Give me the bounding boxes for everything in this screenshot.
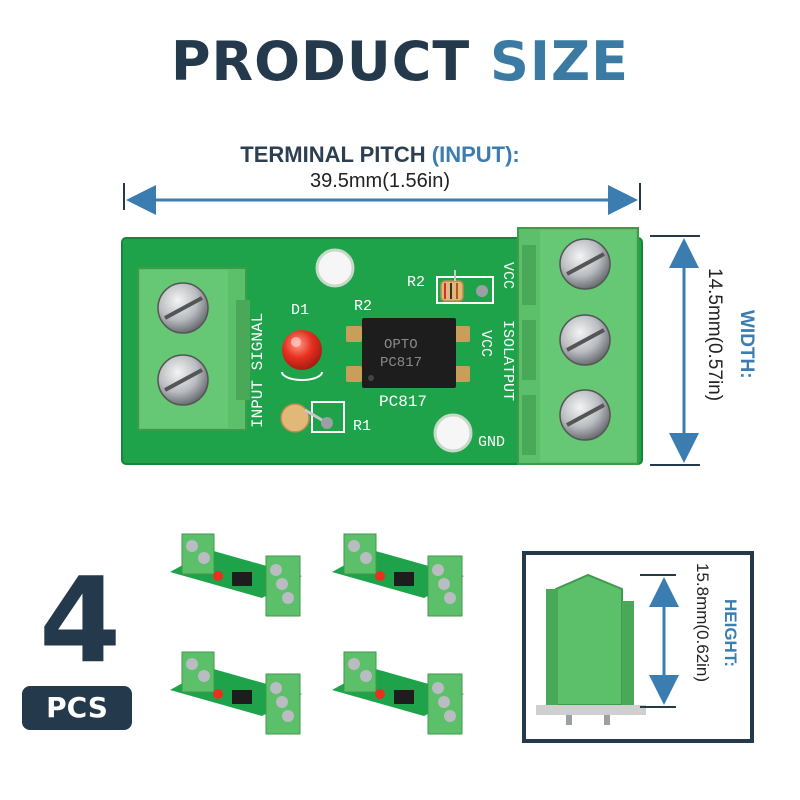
title-part-size: SIZE xyxy=(489,30,630,93)
board-label-isolatput: ISOLATPUT xyxy=(499,320,516,401)
pitch-label: TERMINAL PITCH (INPUT): xyxy=(120,142,640,168)
resistor-r1 xyxy=(280,401,345,433)
board-label-input-signal: INPUT SIGNAL xyxy=(249,313,267,428)
output-terminal-block xyxy=(517,227,639,465)
board-label-vcc-top: VCC xyxy=(499,262,516,289)
pitch-dimension-arrow xyxy=(123,183,641,215)
quantity-unit-badge: PCS xyxy=(22,686,132,730)
led-d1 xyxy=(281,330,323,381)
optocoupler-chip xyxy=(346,318,470,388)
width-value: 14.5mm(0.57in) xyxy=(704,268,725,402)
thumbnail-board xyxy=(170,533,302,617)
resistor-r2 xyxy=(436,270,494,304)
quantity-number: 4 xyxy=(38,551,122,689)
board-label-r2-top: R2 xyxy=(407,274,425,291)
width-heading: WIDTH: xyxy=(736,310,757,379)
board-label-r1: R1 xyxy=(353,418,371,435)
board-label-pc817: PC817 xyxy=(379,393,427,411)
pitch-value: 39.5mm(1.56in) xyxy=(309,170,451,192)
board-label-d1: D1 xyxy=(291,302,309,319)
terminal-side-view xyxy=(536,573,679,725)
thumbnail-board xyxy=(332,651,464,735)
board-label-r2-mid: R2 xyxy=(354,298,372,315)
board-label-vcc-mid: VCC xyxy=(477,330,494,357)
height-heading: HEIGHT: xyxy=(721,599,740,667)
width-dimension-arrow xyxy=(650,235,700,466)
product-thumbnails xyxy=(170,533,464,735)
mounting-hole-bottom xyxy=(433,413,473,453)
thumbnail-board xyxy=(332,533,464,617)
title-part-product: PRODUCT xyxy=(170,30,471,93)
thumbnail-board xyxy=(170,651,302,735)
mounting-hole-top xyxy=(315,248,355,288)
chip-marking-line1: OPTO xyxy=(384,337,418,353)
chip-marking-line2: PC817 xyxy=(380,355,422,371)
pitch-label-main: TERMINAL PITCH xyxy=(240,142,426,167)
height-value: 15.8mm(0.62in) xyxy=(693,563,712,683)
board-label-gnd: GND xyxy=(478,434,505,451)
input-terminal-block xyxy=(137,267,250,431)
height-inset-frame: 15.8mm(0.62in) HEIGHT: xyxy=(522,551,754,743)
pitch-label-accent: (INPUT): xyxy=(431,142,520,167)
page-title: PRODUCT SIZE xyxy=(0,30,800,93)
pcb-board: INPUT SIGNAL D1 R2 R2 R1 OPTO PC817 PC81… xyxy=(121,227,643,465)
width-label: 14.5mm(0.57in) xyxy=(703,268,725,401)
